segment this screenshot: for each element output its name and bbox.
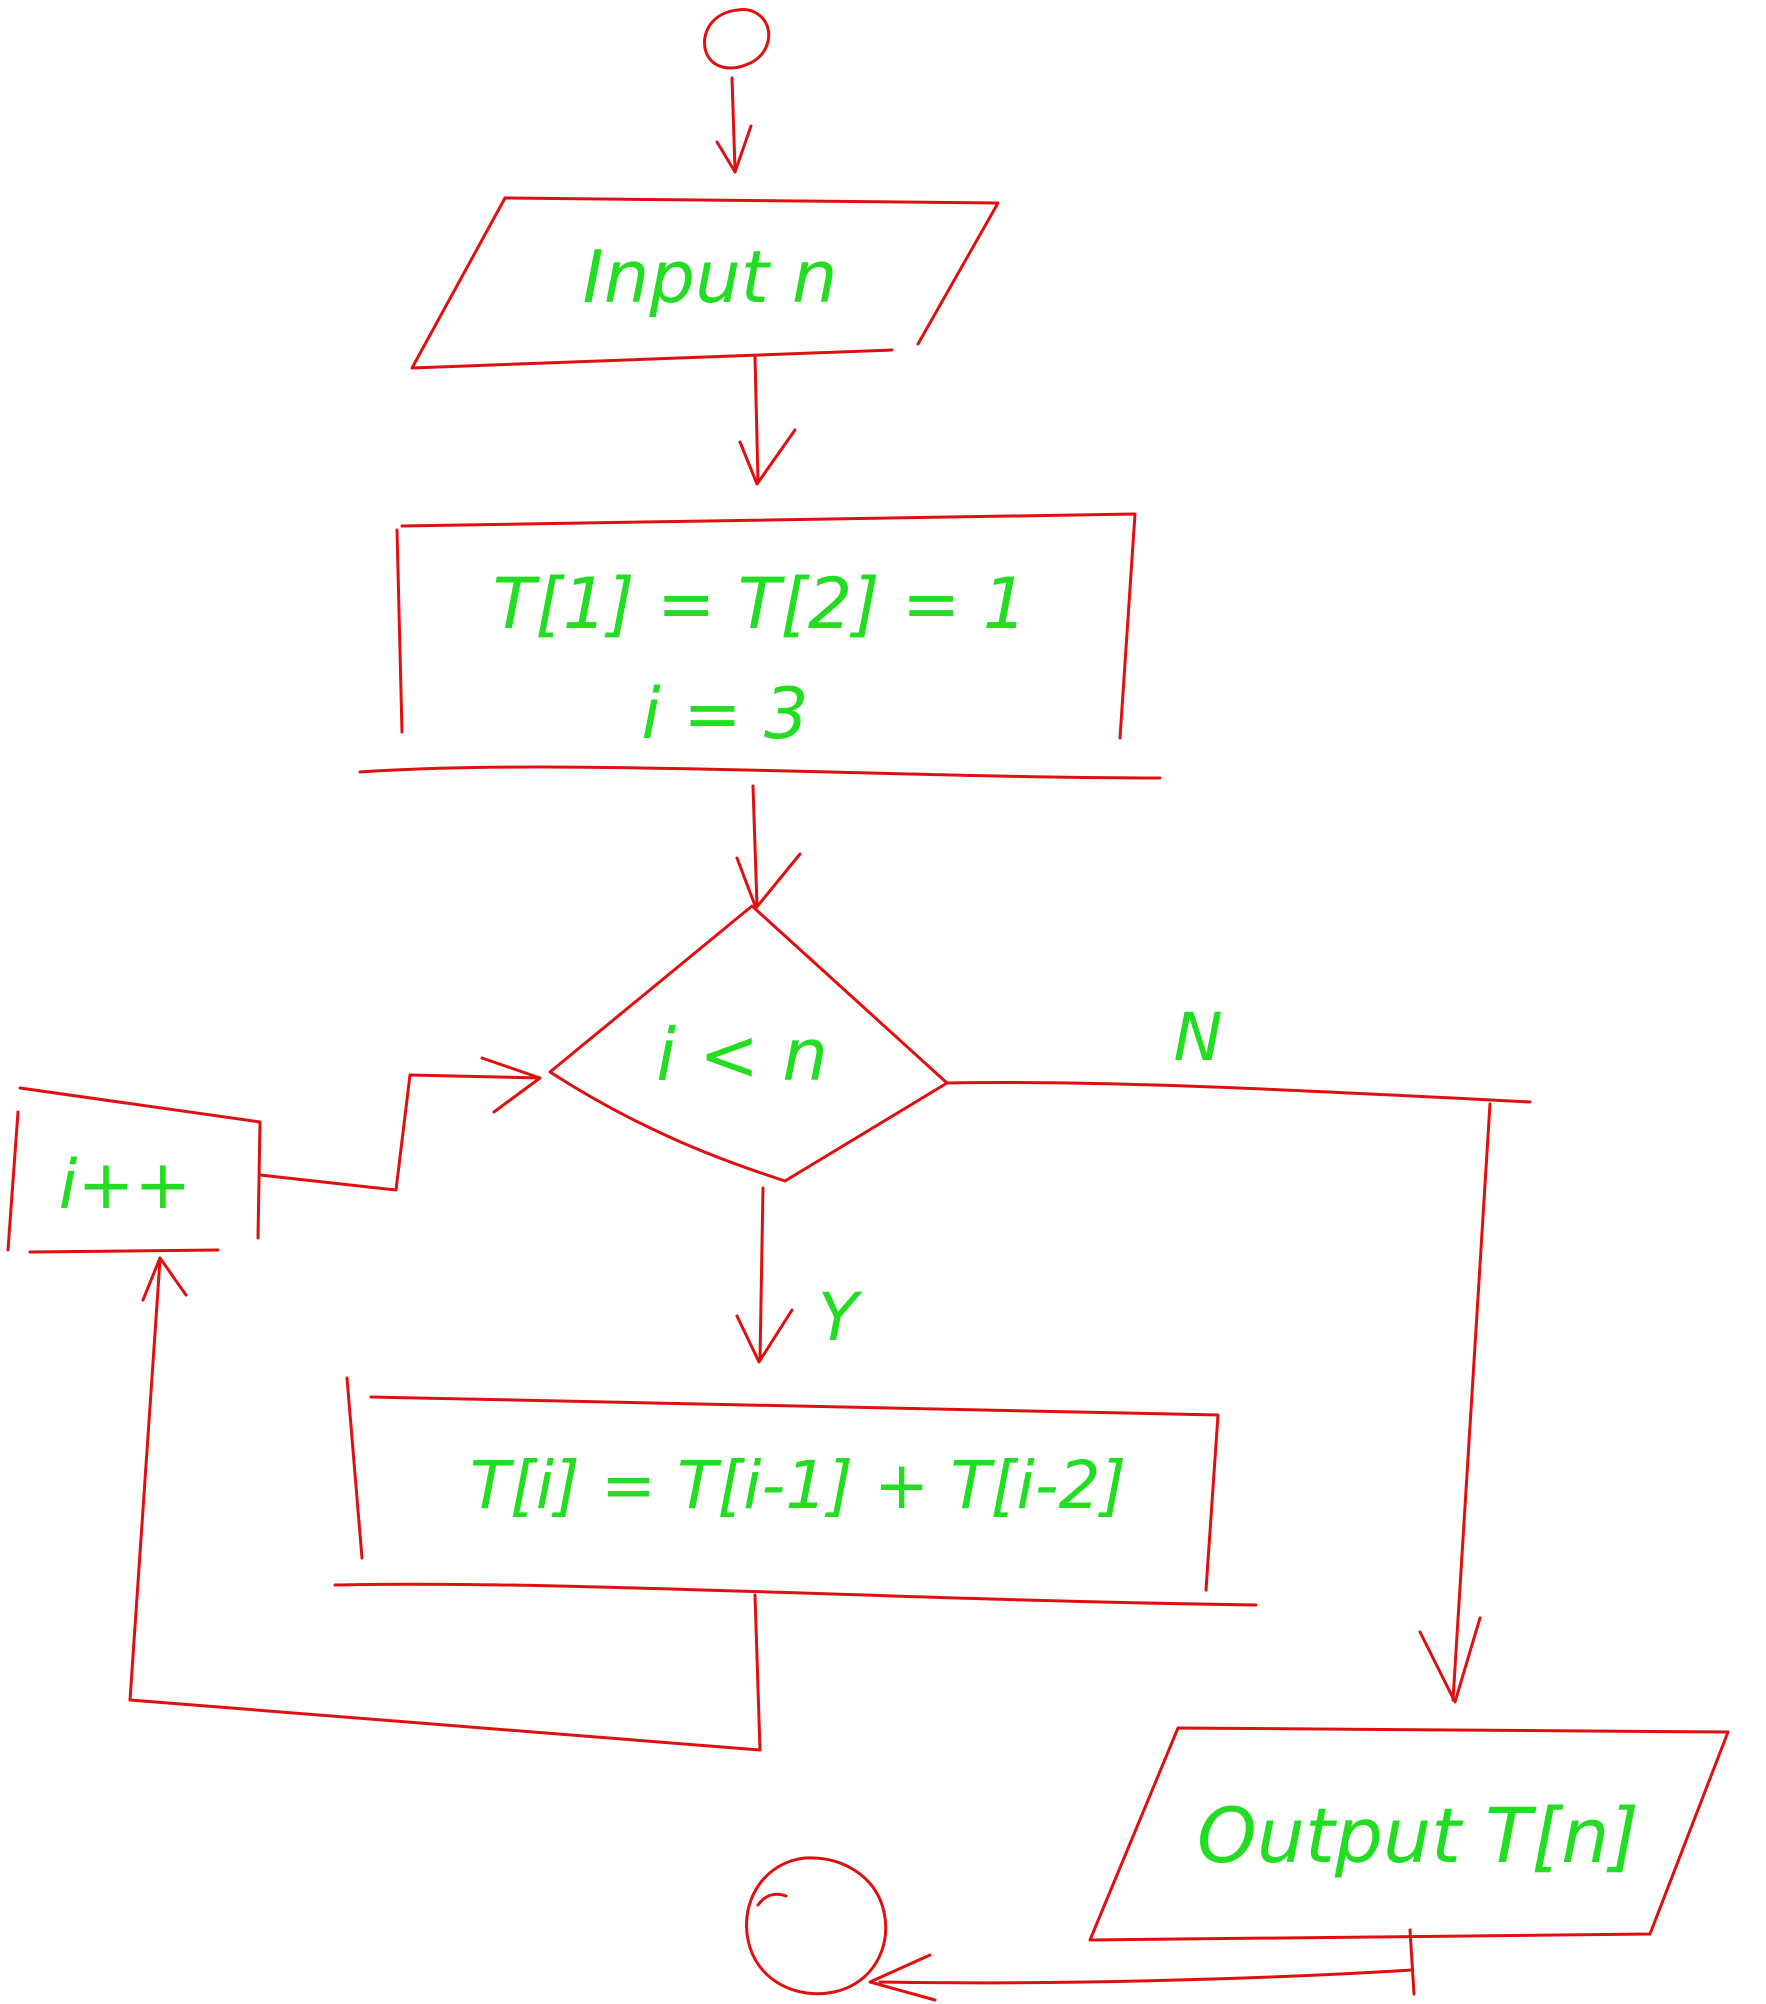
arrow-start-to-input xyxy=(715,76,753,174)
compute-rectangle xyxy=(333,1376,1258,1607)
start-circle xyxy=(703,8,771,70)
arrow-input-to-init xyxy=(738,354,797,486)
init-rectangle xyxy=(358,512,1162,780)
yes-label: Y xyxy=(818,1279,863,1356)
compute-node: T[i] = T[i-1] + T[i-2] xyxy=(333,1376,1258,1607)
output-label: Output T[n] xyxy=(1197,1791,1639,1880)
init-line1: T[1] = T[2] = 1 xyxy=(493,563,1028,645)
condition-node: i < n xyxy=(548,904,949,1183)
arrow-condition-yes-to-compute: Y xyxy=(735,1186,863,1364)
input-label: Input n xyxy=(583,235,838,319)
no-label: N xyxy=(1173,999,1222,1076)
output-parallelogram xyxy=(1088,1726,1730,1942)
increment-node: i++ xyxy=(6,1086,262,1254)
start-node xyxy=(703,8,771,70)
condition-label: i < n xyxy=(656,1013,828,1097)
increment-rectangle xyxy=(6,1086,262,1254)
compute-label: T[i] = T[i-1] + T[i-2] xyxy=(470,1447,1127,1524)
arrow-increment-to-condition xyxy=(258,1056,542,1192)
init-line2: i = 3 xyxy=(641,673,808,755)
arrow-output-to-end xyxy=(868,1928,1416,2002)
increment-label: i++ xyxy=(59,1146,192,1225)
end-node xyxy=(745,1856,888,1996)
arrow-condition-no-to-output: N xyxy=(946,999,1532,1704)
arrow-init-to-condition xyxy=(735,784,802,910)
end-circle xyxy=(745,1856,888,1996)
input-node: Input n xyxy=(410,196,1000,370)
arrow-compute-to-increment xyxy=(128,1256,762,1752)
input-parallelogram xyxy=(410,196,1000,370)
init-node: T[1] = T[2] = 1 i = 3 xyxy=(358,512,1162,780)
output-node: Output T[n] xyxy=(1088,1726,1730,1942)
condition-diamond xyxy=(548,904,949,1183)
